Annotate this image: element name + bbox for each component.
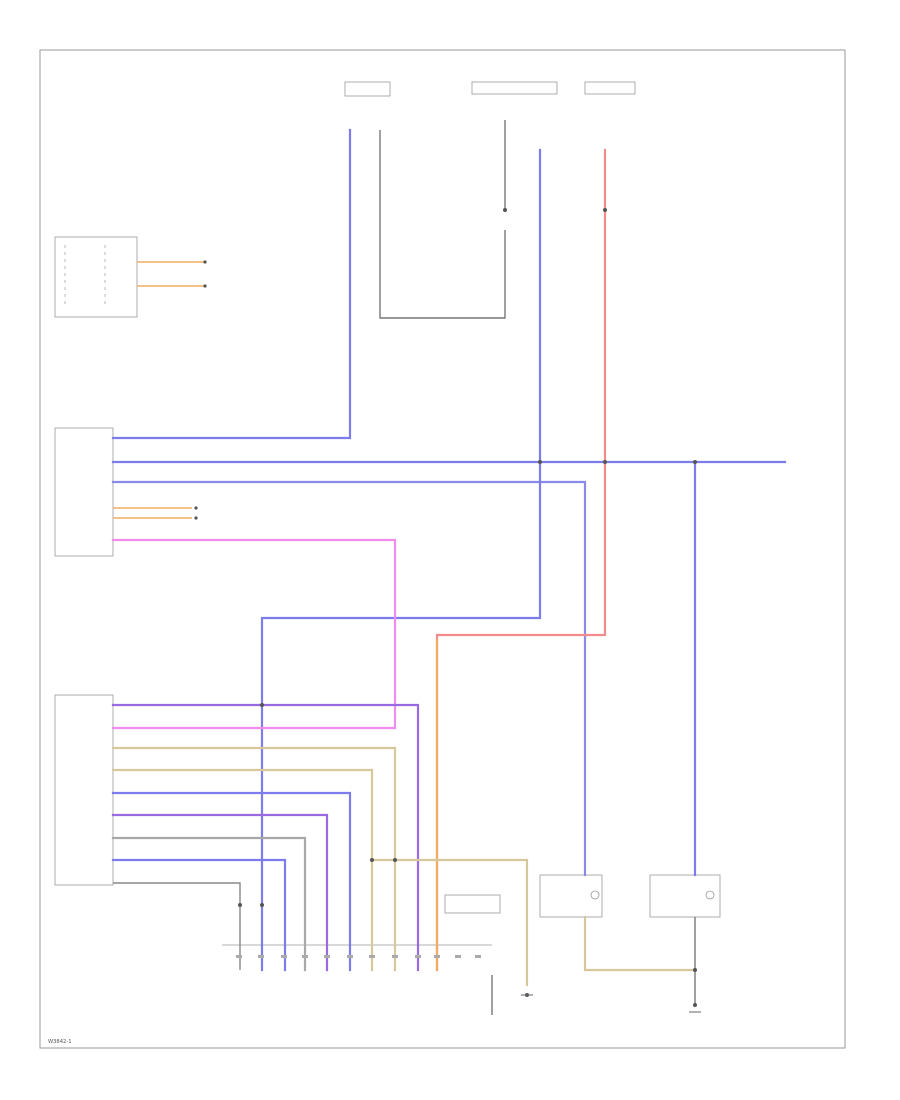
junction xyxy=(370,858,374,862)
diagram-code: W3842-1 xyxy=(48,1039,72,1045)
module-top-left xyxy=(54,236,138,318)
junction xyxy=(238,903,242,907)
pin xyxy=(302,955,308,958)
wire-gray-1 xyxy=(111,836,307,972)
switch-top xyxy=(344,81,391,97)
fuse-block-top xyxy=(584,81,636,95)
pin xyxy=(415,955,421,958)
wires xyxy=(111,120,787,1015)
module-lower-left xyxy=(54,694,114,886)
wire-blue-1 xyxy=(111,128,352,440)
wire-blue-4 xyxy=(260,148,542,972)
wire-blue-6 xyxy=(111,791,352,972)
junction xyxy=(603,208,607,212)
wire-blue-3 xyxy=(111,480,587,877)
pin xyxy=(475,955,481,958)
junction xyxy=(693,968,697,972)
pin xyxy=(347,955,353,958)
wire-tan-1 xyxy=(111,746,397,972)
wire-tan-relay xyxy=(583,915,697,972)
relay-box-right xyxy=(649,874,721,918)
pin xyxy=(281,955,287,958)
wire-red xyxy=(435,148,607,972)
junctions xyxy=(194,208,697,1007)
wire-pink xyxy=(111,538,397,730)
junction xyxy=(603,460,607,464)
relay-coil-right xyxy=(705,890,715,900)
wire-tan-2 xyxy=(111,768,374,972)
module-middle-left xyxy=(54,427,114,557)
pin xyxy=(455,955,461,958)
junction xyxy=(538,460,542,464)
relay-coil-left xyxy=(590,890,600,900)
junction xyxy=(260,903,264,907)
junction xyxy=(693,460,697,464)
wire-tan-bus xyxy=(370,858,529,987)
fuse-panel-top xyxy=(471,81,558,95)
wire-violet-2 xyxy=(111,813,329,972)
junction xyxy=(393,858,397,862)
pin xyxy=(258,955,264,958)
connector-pins xyxy=(236,955,481,958)
junction xyxy=(203,284,207,288)
pin xyxy=(324,955,330,958)
components xyxy=(54,81,721,946)
junction xyxy=(693,1003,697,1007)
pin xyxy=(392,955,398,958)
pin xyxy=(434,955,440,958)
diagram-frame xyxy=(39,49,846,1049)
pin xyxy=(369,955,375,958)
relay-box-left xyxy=(539,874,603,918)
junction xyxy=(194,516,198,520)
junction xyxy=(203,260,207,264)
wire-blue-7 xyxy=(111,858,287,972)
wire-violet-1 xyxy=(111,703,420,972)
ground-symbols xyxy=(521,994,701,1013)
wire-gray-loop xyxy=(379,130,506,319)
sensor-block xyxy=(444,894,501,914)
junction xyxy=(194,506,198,510)
junction xyxy=(503,208,507,212)
junction xyxy=(260,703,264,707)
wire-dark-1 xyxy=(113,882,241,970)
pin xyxy=(236,955,242,958)
